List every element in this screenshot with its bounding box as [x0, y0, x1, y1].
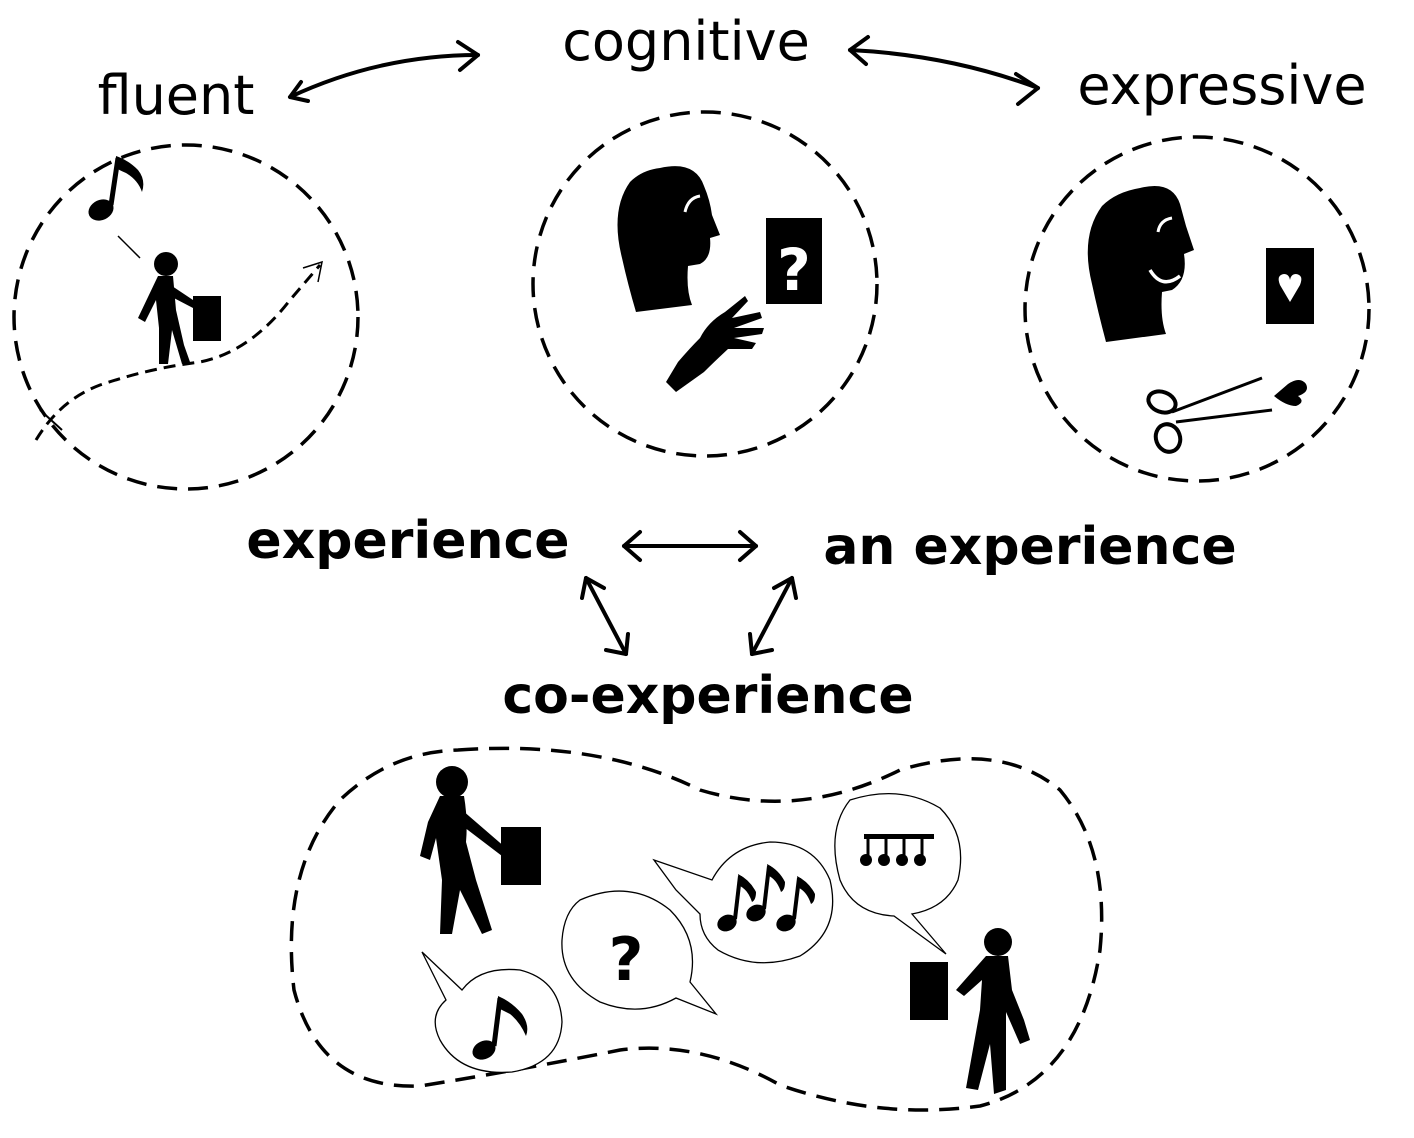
speech-bubble-icon: ?	[561, 890, 719, 1016]
speech-bubble-icon	[652, 841, 834, 964]
hand-icon	[666, 296, 764, 392]
question-card-icon: ?	[766, 218, 822, 304]
arrow-experience-an-experience	[622, 530, 758, 562]
co-experience-blob: ?	[289, 746, 1104, 1112]
label-fluent: fluent	[98, 64, 255, 127]
label-an-experience: an experience	[823, 517, 1236, 577]
smiling-head-icon	[1087, 186, 1194, 342]
fluent-circle	[12, 143, 360, 491]
heart-card-icon	[1266, 248, 1314, 324]
arrow-fluent-cognitive	[288, 40, 480, 103]
sightline	[117, 235, 141, 259]
walking-person-icon	[138, 252, 196, 364]
label-co-experience: co-experience	[502, 666, 913, 726]
arrow-cognitive-expressive	[848, 35, 1040, 106]
beamed-notes-icon	[860, 834, 934, 866]
label-experience: experience	[246, 511, 569, 571]
walking-person-icon	[956, 928, 1030, 1094]
label-expressive: expressive	[1077, 54, 1366, 117]
arrow-experience-co-experience	[580, 576, 630, 656]
speech-bubble-icon	[834, 792, 962, 955]
box-icon	[193, 296, 221, 341]
music-note-icon	[472, 996, 528, 1060]
music-note-icon	[717, 864, 815, 932]
box-icon	[910, 962, 948, 1020]
speech-bubble-icon	[421, 951, 563, 1074]
head-profile-icon	[617, 166, 720, 312]
dashed-path-arrow-icon	[34, 260, 323, 441]
box-icon	[501, 827, 541, 885]
walking-person-icon	[420, 766, 506, 934]
heart-icon	[1274, 380, 1307, 406]
question-mark-icon: ?	[609, 925, 644, 995]
svg-text:?: ?	[777, 236, 811, 304]
expressive-circle	[1023, 135, 1371, 483]
cognitive-circle: ?	[531, 110, 879, 458]
scissors-icon	[1146, 376, 1273, 454]
music-note-icon	[88, 156, 144, 221]
arrow-an-experience-co-experience	[748, 576, 798, 656]
label-cognitive: cognitive	[562, 10, 810, 73]
